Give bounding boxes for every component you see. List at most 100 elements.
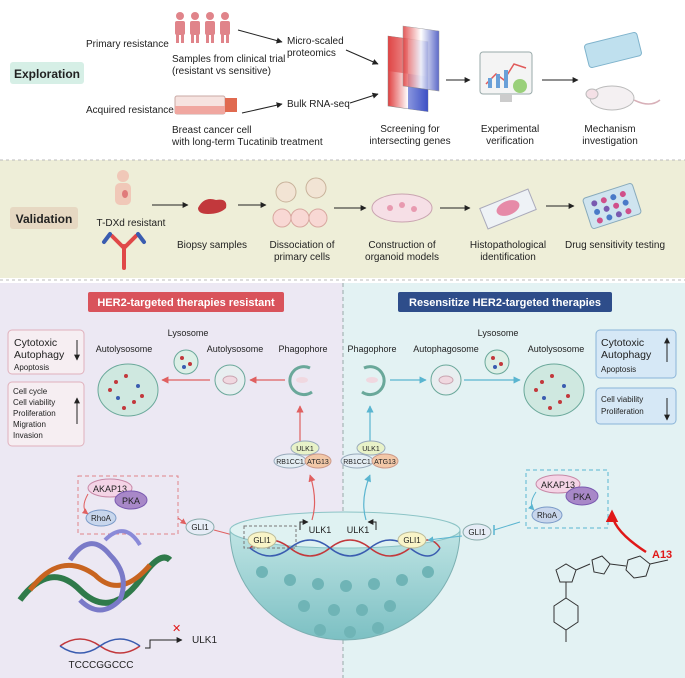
left-akap13: AKAP13 [93, 484, 127, 494]
left-phenotype-box [7, 381, 85, 447]
a13-chemical-structure [553, 555, 669, 642]
organoid-line1: Construction of [368, 240, 435, 251]
right-cytotoxic-box [595, 329, 677, 379]
right-phagophore: Phagophore [347, 344, 396, 354]
right-akap13: AKAP13 [541, 480, 575, 490]
left-title-box [88, 292, 284, 312]
right-rb1cc1: RB1CC1 [343, 459, 371, 466]
nucleus-gli1-left: GLI1 [253, 536, 271, 545]
organoid-dish-icon [371, 193, 433, 223]
cell-flask-icon [174, 95, 237, 115]
validation-label-box [10, 207, 78, 229]
screening-line2: intersecting genes [369, 136, 450, 147]
left-rb1cc1: RB1CC1 [276, 459, 304, 466]
left-ulk1-complex [290, 440, 320, 456]
left-cytotoxic: Cytotoxic [14, 337, 57, 349]
left-dna-helix [59, 638, 141, 654]
left-cell-cycle: Cell cycle [13, 387, 48, 396]
right-title-box [398, 292, 612, 312]
right-autolysosome-icon [523, 363, 585, 417]
organoid-line2: organoid models [365, 252, 439, 263]
dissociation-line2: primary cells [274, 252, 330, 263]
screening-line1: Screening for [380, 124, 440, 135]
histo-line1: Histopathological [470, 240, 546, 251]
right-apoptosis: Apoptosis [601, 365, 636, 374]
right-autophagy: Autophagy [601, 349, 652, 361]
right-title: Resensitize HER2-targeted therapies [409, 297, 601, 309]
right-cell-viability: Cell viability [601, 395, 643, 404]
patient-body-icon [115, 170, 131, 205]
proteomics-line2: proteomics [287, 48, 336, 59]
left-rhoa: RhoA [91, 514, 112, 523]
left-lysosome-icon [173, 349, 199, 375]
left-phagophore: Phagophore [278, 344, 327, 354]
a13-label: A13 [652, 549, 672, 561]
right-lysosome: Lysosome [478, 328, 519, 338]
histology-slide-icon [479, 188, 537, 230]
left-autolysosome-small-icon [214, 364, 246, 396]
patients-icon [175, 12, 230, 43]
protein-dna-structure [17, 529, 173, 613]
left-autolysosome-a: Autolysosome [96, 344, 153, 354]
left-migration: Migration [13, 420, 46, 429]
left-invasion: Invasion [13, 431, 43, 440]
rnaseq-label: Bulk RNA-seq [287, 99, 350, 110]
nucleus-gli1-box [243, 525, 297, 549]
breast-line2: with long-term Tucatinib treatment [171, 137, 323, 148]
verification-line2: verification [486, 136, 534, 147]
biopsy-tissue-icon [198, 199, 227, 214]
left-cell-viability: Cell viability [13, 398, 55, 407]
right-gli1-pill [462, 523, 492, 541]
left-cytotoxic-box [7, 329, 85, 375]
right-autolysosome: Autolysosome [528, 344, 585, 354]
mechanism-line1: Mechanism [584, 124, 635, 135]
right-ulk1-complex [356, 440, 386, 456]
breast-line1: Breast cancer cell [172, 125, 251, 136]
blocked-x: ✕ [172, 623, 181, 635]
right-lysosome-icon [484, 349, 510, 375]
right-atg13: ATG13 [374, 459, 396, 466]
right-cytotoxic: Cytotoxic [601, 337, 644, 349]
left-gli1-a: GLI1 [191, 523, 209, 532]
right-pka: PKA [573, 492, 591, 502]
well-plate-icon [584, 31, 642, 69]
primary-cells-icon [272, 177, 328, 228]
antibody-drug-icon [102, 232, 146, 270]
biopsy-label: Biopsy samples [177, 240, 247, 251]
drug-plate-icon [582, 183, 642, 229]
tdxd-label: T-DXd resistant [97, 218, 166, 229]
heatmap-icon [387, 25, 440, 112]
proteomics-line1: Micro-scaled [287, 36, 344, 47]
dissociation-line1: Dissociation of [269, 240, 334, 251]
left-atg13: ATG13 [307, 459, 329, 466]
validation-label: Validation [16, 212, 73, 226]
validation-section-bg [0, 160, 685, 278]
primary-resistance-label: Primary resistance [86, 39, 169, 50]
drug-label: Drug sensitivity testing [565, 240, 665, 251]
right-autophagosome-icon [430, 364, 462, 396]
exploration-label: Exploration [14, 67, 80, 81]
left-ulk1: ULK1 [296, 446, 314, 453]
left-sequence: TCCCGGCCC [69, 660, 134, 671]
left-akap13-box [77, 475, 179, 535]
histo-line2: identification [480, 252, 536, 263]
verification-line1: Experimental [481, 124, 539, 135]
left-autolysosome-large-icon [97, 363, 159, 417]
left-autophagy: Autophagy [14, 349, 65, 361]
verification-monitor-icon [479, 51, 533, 102]
right-ulk1: ULK1 [362, 446, 380, 453]
exploration-label-box [10, 62, 84, 84]
left-apoptosis: Apoptosis [14, 363, 49, 372]
samples-line2: (resistant vs sensitive) [172, 66, 271, 77]
left-title: HER2-targeted therapies resistant [97, 297, 275, 309]
acquired-resistance-label: Acquired resistance [86, 105, 174, 116]
right-gli1-a: GLI1 [468, 528, 486, 537]
nucleus-ulk1-left: ULK1 [309, 525, 332, 535]
mouse-icon [585, 85, 661, 111]
right-autophagosome: Autophagosome [413, 344, 479, 354]
right-rhoa: RhoA [537, 511, 558, 520]
left-autolysosome-b: Autolysosome [207, 344, 264, 354]
samples-line1: Samples from clinical trial [172, 54, 285, 65]
right-phagophore-icon [361, 365, 386, 397]
left-ulk1-target: ULK1 [192, 635, 217, 646]
